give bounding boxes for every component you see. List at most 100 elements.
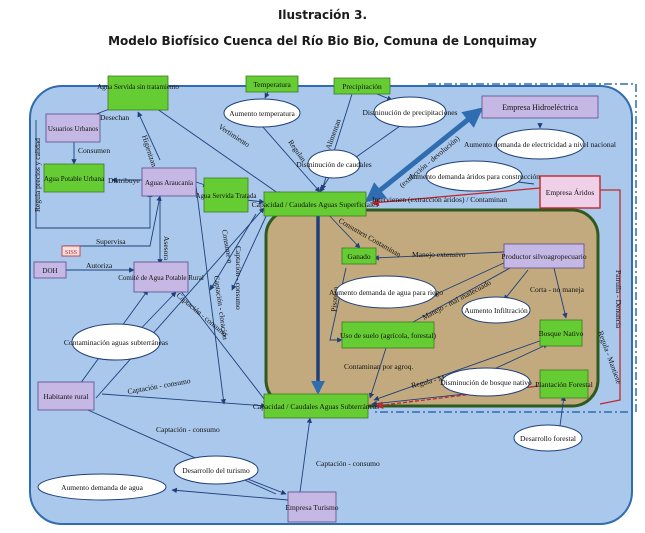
edge-aumento-temp-superficiales	[261, 125, 321, 193]
label-asesora: Asesora	[162, 236, 171, 261]
node-label-temperatura: Temperatura	[253, 80, 291, 89]
node-precipitacion	[333, 77, 391, 95]
ellipse-label-desarrollo-forestal: Desarrollo forestal	[520, 434, 576, 443]
label-contaminan-agroq: Contaminan por agroq.	[344, 362, 413, 371]
node-agua-potable-urbana	[43, 163, 105, 193]
ellipse-label-disminucion-caudales: Disminución de caudales	[296, 160, 371, 169]
edge-captacion-consumo-d	[179, 289, 269, 405]
label-intervienen: Intervienen (extracción áridos) / Contam…	[372, 195, 507, 204]
edge-vertimiento	[149, 103, 283, 197]
node-label-usuarios-urbanos: Usuarios Urbanos	[48, 125, 99, 133]
ellipse-label-aumento-demanda-riego: Aumento demanda de agua para riego	[329, 288, 443, 297]
label-autoriza: Autoriza	[86, 261, 113, 270]
node-bosque-nativo	[539, 319, 583, 347]
node-agua-servida	[107, 75, 169, 111]
node-label-cap-subterraneas: Capacidad / Caudales Aguas Subterráneas	[253, 402, 379, 411]
ellipse-label-aumento-demanda-aridos: Aumento demanda áridos para construcción	[408, 172, 540, 181]
edge-supervisa	[64, 195, 162, 247]
edge-turismo-sub	[299, 417, 313, 493]
node-productor	[503, 243, 585, 269]
edge-disminucion-bosque	[491, 343, 549, 371]
edge-captacion-consumo-v	[231, 211, 269, 291]
node-label-uso-suelo: Uso de suelo (agrícola, forestal)	[340, 331, 437, 340]
node-habitante-rural	[37, 381, 95, 411]
node-empresa-aridos	[539, 175, 601, 209]
edge-productor-uso	[405, 267, 511, 327]
node-ganado	[341, 247, 377, 265]
ellipse-disminucion-bosque	[441, 367, 531, 397]
node-label-siss: SISS	[65, 250, 77, 256]
biophysical-model-diagram: Desechan Higienizan Vertimiento Regulan …	[29, 75, 637, 525]
node-aguas-araucania	[141, 167, 197, 197]
node-usuarios-urbanos	[45, 113, 101, 143]
node-cap-superficiales	[263, 191, 367, 217]
node-label-bosque-nativo: Bosque Nativo	[539, 329, 584, 338]
node-empresa-hidro	[481, 95, 599, 119]
node-label-comite-apr: Comité de Agua Potable Rural	[118, 274, 204, 282]
ellipse-label-aumento-demanda-electricidad: Aumento demanda de electricidad a nivel …	[464, 140, 616, 149]
label-manejo-extensivo: Manejo extensivo	[412, 250, 466, 259]
figure-title: Modelo Biofísico Cuenca del Río Bio Bio,…	[108, 34, 537, 48]
node-comite-apr	[133, 261, 189, 293]
illustration-number: Ilustración 3.	[277, 8, 368, 22]
edge-uso-sub	[368, 347, 387, 399]
node-label-ganado: Ganado	[347, 252, 371, 261]
ellipse-aumento-infiltracion	[461, 296, 531, 324]
node-doh	[33, 261, 67, 279]
ellipse-desarrollo-forestal	[513, 424, 583, 452]
edge-caudales-sup	[319, 175, 331, 193]
edge-productor-riego	[431, 261, 507, 297]
node-label-habitante-rural: Habitante rural	[43, 392, 88, 401]
node-label-plantacion-forestal: Plantación Forestal	[535, 380, 593, 389]
label-captacion-consumo-b: Captación - consumo	[156, 425, 220, 434]
node-empresa-turismo	[287, 491, 337, 523]
ellipse-desarrollo-turismo	[173, 455, 259, 485]
edge-habitante-caudales	[95, 207, 265, 399]
edge-productor-ganado	[373, 251, 505, 261]
edge-hidro-extraccion	[364, 107, 484, 203]
patrol-boundary	[372, 83, 637, 413]
label-patrulla-denuncia: Patrulla - Denuncia	[614, 270, 623, 329]
node-label-empresa-turismo: Empresa Turismo	[285, 503, 338, 512]
label-consumen: Consumen	[78, 146, 110, 155]
edge-productor-bosque	[553, 267, 568, 319]
edge-patrulla-red	[599, 189, 621, 405]
node-label-precipitacion: Precipitación	[342, 82, 382, 91]
ellipse-disminucion-caudales	[307, 149, 361, 179]
edge-productor-infiltracion	[503, 269, 529, 301]
node-label-productor: Productor silvoagropecuario	[501, 252, 586, 261]
label-regula-precios: Regula precios y calidad	[33, 138, 42, 212]
edge-habitante-sub	[101, 393, 267, 409]
ellipse-label-aumento-infiltracion: Aumento Infiltración	[464, 306, 528, 315]
ellipse-aumento-demanda-riego	[335, 275, 437, 309]
node-agua-servida-tratada	[203, 177, 249, 213]
ellipse-label-disminucion-precipitaciones: Disminución de precipitaciones	[363, 108, 458, 117]
ellipse-label-disminucion-bosque: Disminución de bosque nativo	[440, 378, 532, 387]
edge-bosque-sub	[373, 337, 549, 401]
label-captacion-consumo-t: Captación - consumo	[316, 459, 380, 468]
ellipse-aumento-temperatura	[223, 98, 301, 128]
ellipse-contaminacion-subterraneas	[71, 323, 161, 361]
node-label-aguas-araucania: Aguas Araucanía	[145, 179, 194, 187]
node-uso-suelo	[341, 321, 435, 349]
node-label-agua-servida-tratada: Agua Servida Tratada	[195, 192, 257, 200]
edge-regula	[35, 120, 153, 229]
ellipse-label-desarrollo-turismo: Desarrollo del turismo	[182, 466, 250, 475]
label-supervisa: Supervisa	[96, 237, 126, 246]
ellipse-aumento-demanda-aridos	[425, 160, 523, 192]
ellipse-label-aumento-demanda-agua: Aumento demanda de agua	[61, 483, 144, 492]
label-distribuye: Distribuye	[108, 176, 140, 185]
node-temperatura	[245, 75, 299, 93]
edge-tratada-sup	[245, 198, 265, 205]
node-label-empresa-hidro: Empresa Hidroeléctrica	[502, 103, 578, 112]
node-label-agua-servida: Agua Servida sin tratamiento	[97, 83, 179, 91]
node-label-agua-potable-urbana: Agua Potable Urbana	[44, 175, 105, 183]
label-desechan: Desechan	[100, 113, 129, 122]
ellipse-label-contaminacion-subterraneas: Contaminación aguas subterráneas	[64, 338, 168, 347]
ellipse-aumento-demanda-agua	[37, 473, 167, 501]
node-label-cap-superficiales: Capacidad / Caudales Aguas Superficiales	[252, 200, 379, 209]
label-corta-no-maneja: Corta - no maneja	[530, 285, 585, 294]
ellipse-label-aumento-temperatura: Aumento temperatura	[229, 109, 295, 118]
node-cap-subterraneas	[263, 393, 369, 419]
node-label-doh: DOH	[42, 267, 57, 275]
